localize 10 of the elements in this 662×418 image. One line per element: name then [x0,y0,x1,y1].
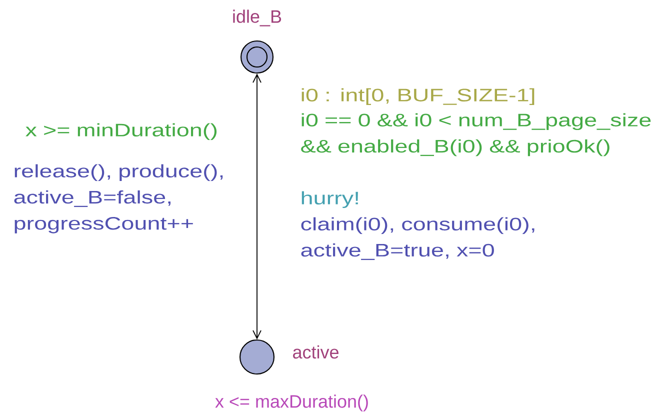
invariant-label: x <= maxDuration() [215,394,368,412]
update-label: claim(i0), consume(i0), active_B=true, x=0 [301,217,534,260]
select-label: i0 : int[0, BUF_SIZE-1] [302,88,534,106]
location-name: idle_B [233,10,282,26]
update-label: release(), produce(), active_B=false, progressCount++ [14,164,223,234]
location-name: active [293,345,338,359]
arrow [252,74,262,340]
guard-label: x >= minDuration() [26,123,217,140]
sync-label: hurry! [302,191,358,208]
guard-label: i0 == 0 && i0 < num_B_page_size && enabled_B(i0) && prioOk() [301,113,651,156]
